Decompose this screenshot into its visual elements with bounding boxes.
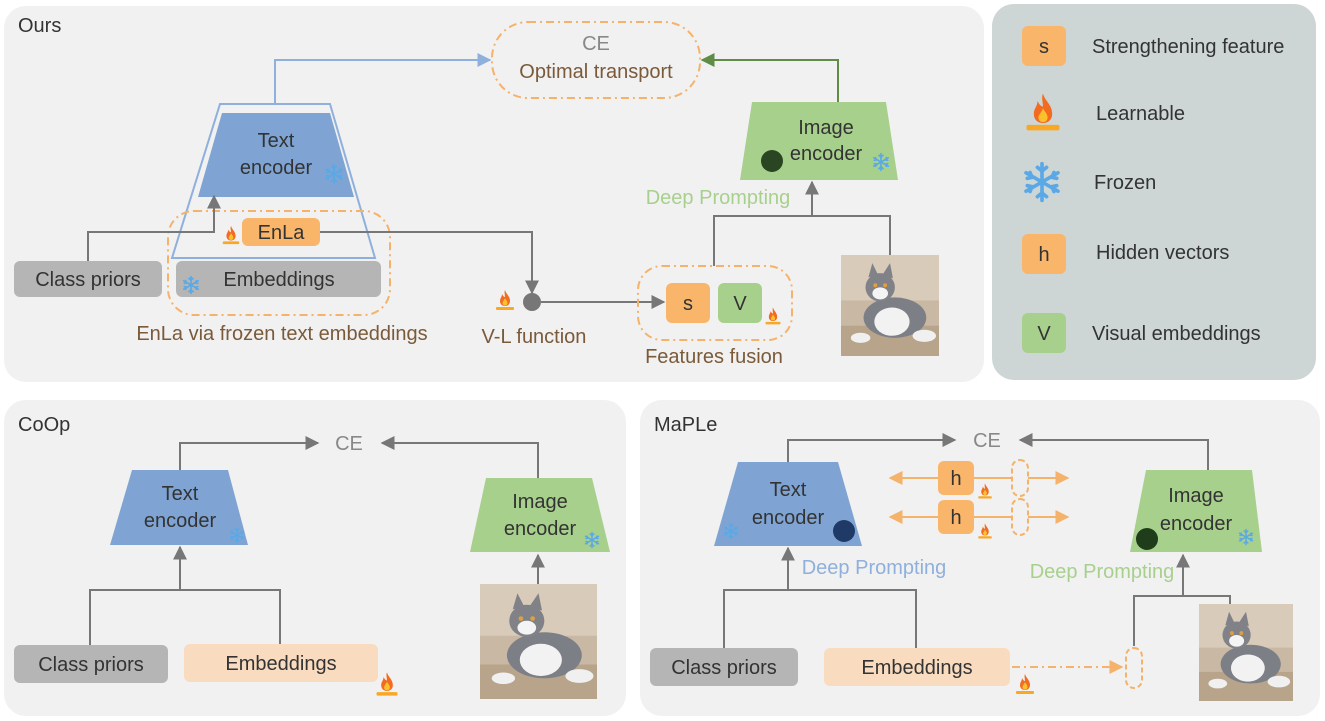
- legend-label-strengthening: Strengthening feature: [1092, 36, 1284, 58]
- enla-caption: EnLa via frozen text embeddings: [136, 323, 427, 345]
- coop-cat-image: [480, 584, 597, 699]
- features-fusion-label: Features fusion: [645, 346, 783, 368]
- maple-image-encoder-line1: Image: [1168, 485, 1224, 507]
- vl-function-label: V-L function: [482, 326, 587, 348]
- legend-background: [992, 4, 1316, 380]
- image-encoder-label-line1: Image: [798, 117, 854, 139]
- image-encoder: [740, 102, 898, 180]
- priors-to-text-encoder-arrow: [87, 194, 221, 261]
- legend-symbol-h: h: [1038, 244, 1049, 266]
- visual-embedding-box: [718, 283, 762, 323]
- embeddings-label: Embeddings: [223, 269, 334, 291]
- hidden-vector-label-1: h: [950, 468, 961, 490]
- ce-label: CE: [582, 33, 610, 55]
- coop-image-encoder: [470, 478, 610, 552]
- panel-maple: MaPLe CE Text encoder Deep Prompting Ima…: [640, 400, 1320, 716]
- coop-image-encoder-line2: encoder: [504, 518, 577, 540]
- coop-class-priors-box: [14, 645, 168, 683]
- text-encoder-label-line2: encoder: [240, 157, 313, 179]
- hidden-token-slot-2: [1011, 498, 1029, 536]
- hidden-vector-box-1: [938, 461, 974, 495]
- coop-image-to-ce-arrow: [380, 436, 539, 478]
- coop-text-encoder-line1: Text: [162, 483, 199, 505]
- coop-embeddings-label: Embeddings: [225, 653, 336, 675]
- maple-image-to-ce-arrow: [1018, 433, 1209, 470]
- coop-ce-label: CE: [335, 433, 363, 455]
- hidden-vector-label-2: h: [950, 507, 961, 529]
- maple-text-prompt-dot: [833, 520, 855, 542]
- legend-label-visual: Visual embeddings: [1092, 323, 1261, 345]
- maple-deep-prompting-image: Deep Prompting: [1030, 561, 1175, 583]
- cat-image: [841, 255, 939, 356]
- panel-ours: Ours CE Optimal transport Text encoder E…: [4, 6, 984, 382]
- maple-deep-prompting-text: Deep Prompting: [802, 557, 947, 579]
- image-to-loss-arrow: [700, 53, 839, 102]
- embeddings-box: [176, 261, 381, 297]
- optimal-transport-label: Optimal transport: [519, 61, 673, 83]
- coop-class-priors-label: Class priors: [38, 654, 144, 676]
- enla-to-vl-arrow: [320, 231, 539, 295]
- panel-coop-label: CoOp: [18, 414, 70, 436]
- fusion-enclosure: [637, 265, 793, 341]
- legend-label-frozen: Frozen: [1094, 172, 1156, 194]
- legend-label-learnable: Learnable: [1096, 103, 1185, 125]
- legend-symbol-v: V: [1037, 323, 1051, 345]
- legend-swatch-h: [1022, 234, 1066, 274]
- strengthening-feature-label: s: [683, 293, 693, 315]
- class-priors-box: [14, 261, 162, 297]
- maple-image-prompt-dot: [1136, 528, 1158, 550]
- enla-box: [242, 218, 320, 246]
- panel-maple-label: MaPLe: [654, 414, 717, 436]
- coop-text-encoder-line2: encoder: [144, 510, 217, 532]
- coop-text-encoder: [110, 470, 248, 545]
- visual-embedding-label: V: [733, 293, 747, 315]
- hidden-token-slot-1: [1011, 459, 1029, 497]
- maple-text-encoder-line2: encoder: [752, 507, 825, 529]
- maple-class-priors-box: [650, 648, 798, 686]
- panel-ours-label: Ours: [18, 15, 61, 37]
- maple-text-encoder: [714, 462, 862, 546]
- panel-coop: CoOp CE Text encoder Image encoder Class…: [4, 400, 626, 716]
- maple-text-encoder-line1: Text: [770, 479, 807, 501]
- coop-input-connector: [89, 589, 281, 645]
- maple-embeddings-box: [824, 648, 1010, 686]
- text-to-loss-arrow: [274, 53, 492, 104]
- legend-swatch-v: [1022, 313, 1066, 353]
- maple-input-connector: [723, 589, 917, 648]
- image-to-fusion-line: [713, 215, 891, 266]
- strengthening-feature-box: [666, 283, 710, 323]
- maple-embeddings-label: Embeddings: [861, 657, 972, 679]
- deep-prompting-label: Deep Prompting: [646, 187, 791, 209]
- maple-cat-image: [1199, 604, 1293, 701]
- coop-image-encoder-line1: Image: [512, 491, 568, 513]
- maple-text-to-ce-arrow: [787, 433, 957, 462]
- legend-label-hidden: Hidden vectors: [1096, 242, 1229, 264]
- maple-ce-label: CE: [973, 430, 1001, 452]
- legend-panel: s Strengthening feature Learnable Frozen…: [992, 4, 1316, 380]
- text-encoder-outline: [170, 103, 377, 259]
- hidden-vector-box-2: [938, 500, 974, 534]
- maple-image-token-slot: [1125, 647, 1143, 689]
- enla-enclosure: [167, 210, 391, 316]
- coop-embeddings-box: [184, 644, 378, 682]
- maple-image-encoder-line2: encoder: [1160, 513, 1233, 535]
- maple-class-priors-label: Class priors: [671, 657, 777, 679]
- text-encoder-label-line1: Text: [258, 130, 295, 152]
- loss-box: [491, 21, 701, 99]
- vl-function-node: [523, 293, 541, 311]
- image-encoder-label-line2: encoder: [790, 143, 863, 165]
- legend-swatch-s: [1022, 26, 1066, 66]
- prompt-token-dot: [761, 150, 783, 172]
- enla-label: EnLa: [258, 222, 306, 244]
- maple-image-encoder: [1130, 470, 1262, 552]
- text-encoder: [198, 113, 354, 197]
- legend-symbol-s: s: [1039, 36, 1049, 58]
- class-priors-label: Class priors: [35, 269, 141, 291]
- coop-text-to-ce-arrow: [179, 436, 320, 470]
